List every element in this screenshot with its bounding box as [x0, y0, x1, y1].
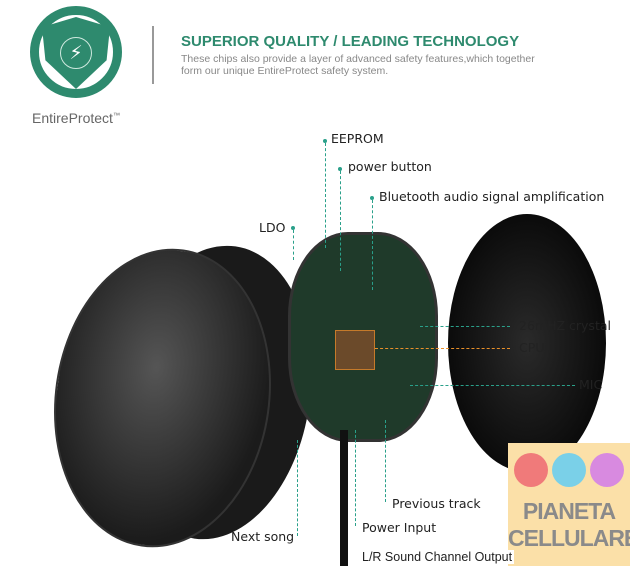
leader-dot — [370, 196, 374, 200]
label-crystal: 26mHZ crystal — [519, 318, 611, 333]
leader-dot — [338, 167, 342, 171]
leader-line — [420, 326, 510, 327]
leader-line — [293, 230, 294, 260]
cpu-chip — [335, 330, 375, 370]
leader-line — [340, 171, 341, 271]
leader-line — [385, 420, 386, 502]
cable — [340, 430, 348, 566]
label-eeprom: EEPROM — [331, 131, 384, 146]
phone-icon — [514, 453, 548, 487]
tablet-icon — [552, 453, 586, 487]
label-lr-output: L/R Sound Channel Output — [362, 550, 515, 564]
label-next-song: Next song — [231, 529, 295, 544]
watermark-text: PIANETA CELLULARE — [508, 498, 630, 551]
leader-line — [372, 200, 373, 290]
label-ldo: LDO — [259, 220, 286, 235]
leader-dot — [323, 139, 327, 143]
headline: SUPERIOR QUALITY / LEADING TECHNOLOGY — [181, 33, 520, 50]
divider — [152, 26, 154, 84]
label-power-button: power button — [348, 159, 432, 174]
watermark: PIANETA CELLULARE — [508, 443, 630, 566]
leader-line — [325, 143, 326, 248]
label-cpu: CPU — [519, 340, 545, 355]
device-back-cover — [448, 214, 606, 472]
trademark: ™ — [112, 112, 120, 120]
description: These chips also provide a layer of adva… — [181, 53, 535, 77]
brand-name: EntireProtect™ — [32, 110, 120, 126]
label-bluetooth: Bluetooth audio signal amplification — [379, 189, 605, 204]
music-player-icon — [590, 453, 624, 487]
label-power-input: Power Input — [362, 520, 437, 535]
label-mic: MIC — [579, 377, 603, 392]
leader-line — [297, 440, 298, 536]
leader-line — [355, 430, 356, 526]
brand-text: EntireProtect — [32, 110, 113, 126]
lightning-bolt-icon: ⚡ — [60, 37, 92, 69]
cpu-leader-line — [375, 348, 510, 349]
leader-line — [410, 385, 575, 386]
label-previous-track: Previous track — [392, 496, 481, 511]
leader-dot — [291, 226, 295, 230]
